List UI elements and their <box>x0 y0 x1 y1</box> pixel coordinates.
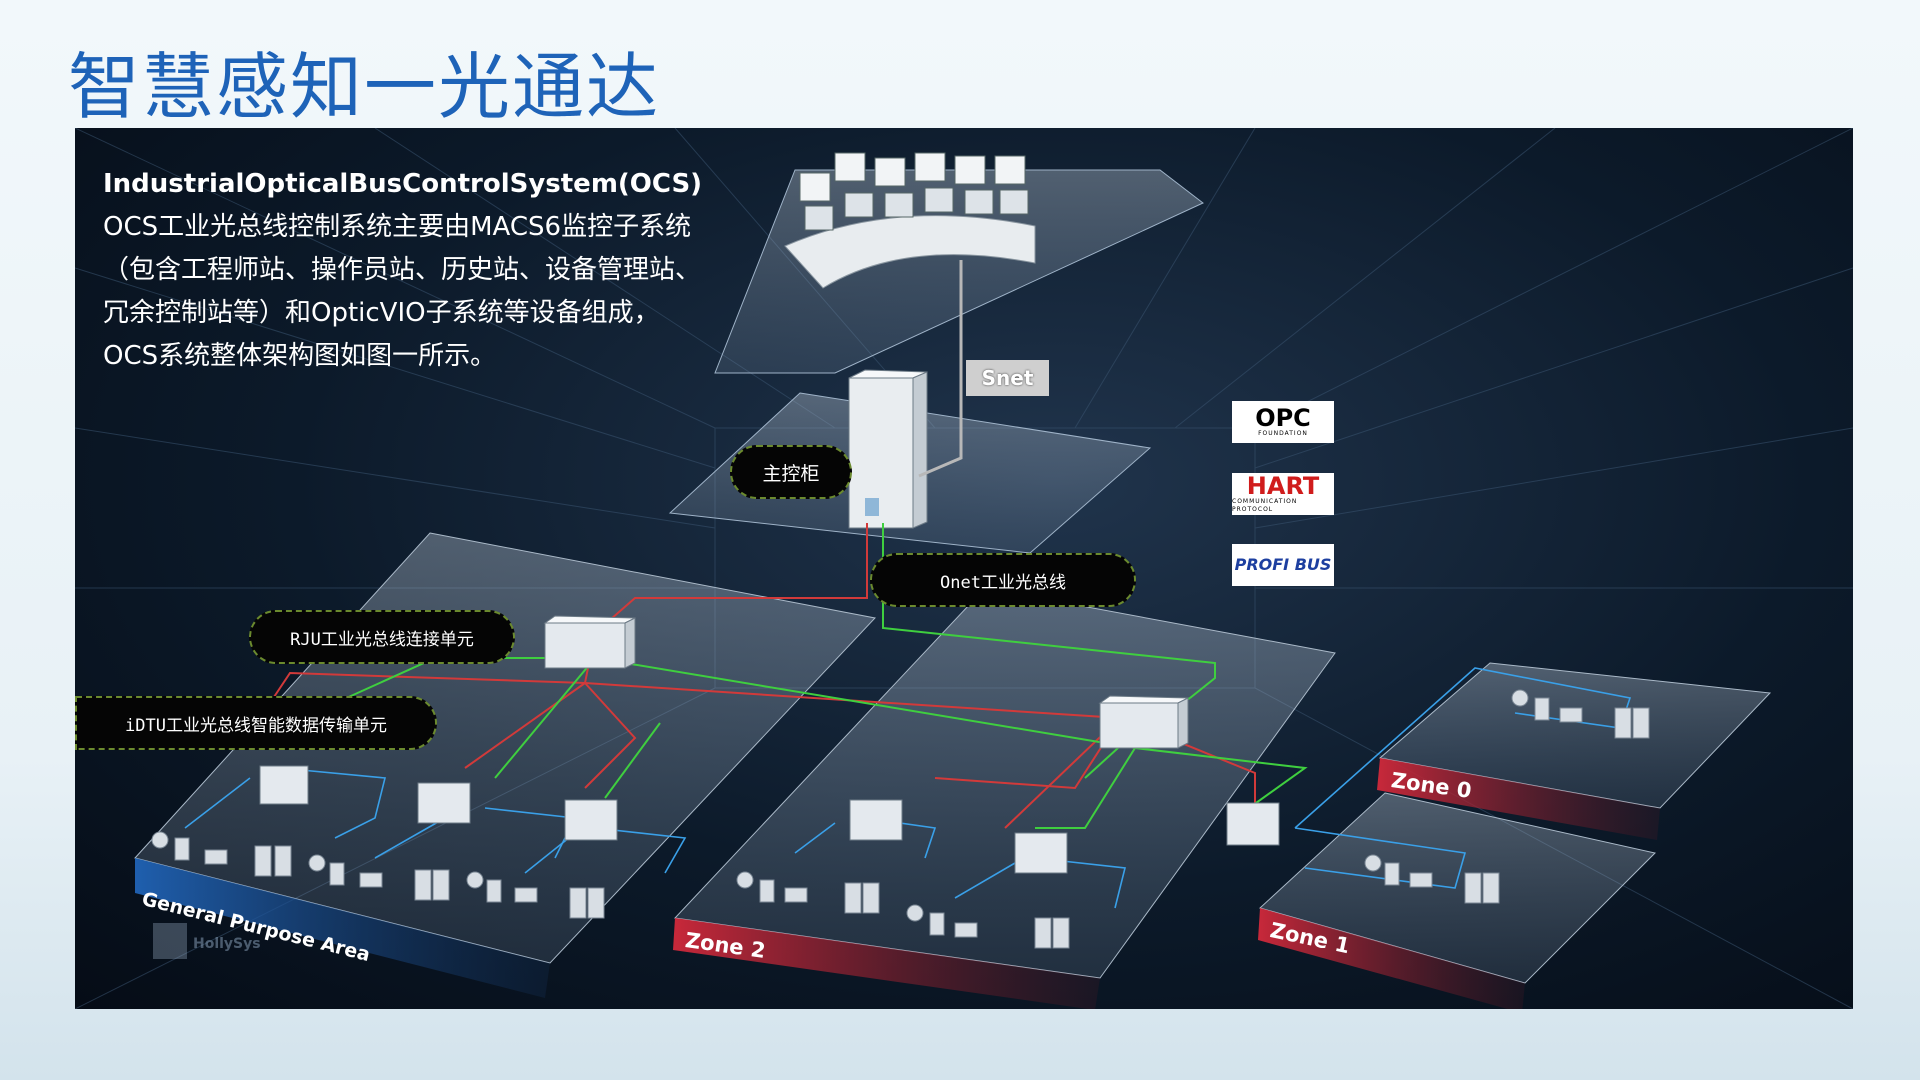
zone1-band <box>1258 908 1525 1009</box>
watermark-text: HollySys <box>193 936 261 952</box>
intro-body: OCS工业光总线控制系统主要由MACS6监控子系统（包含工程师站、操作员站、历史… <box>103 212 702 371</box>
snet-label: Snet <box>966 360 1049 396</box>
idtu-label: iDTU工业光总线智能数据传输单元 <box>75 696 437 750</box>
general-area-band <box>135 858 550 998</box>
operator-plate <box>714 169 1204 374</box>
main-cabinet-label: 主控柜 <box>730 445 852 499</box>
rju-unit-icon <box>543 615 636 669</box>
rju-label: RJU工业光总线连接单元 <box>249 610 515 664</box>
blue-field-wiring <box>184 667 1632 909</box>
zone2-band <box>673 918 1100 1009</box>
page-title: 智慧感知一光通达 <box>68 45 661 129</box>
opc-foundation-logo: OPC FOUNDATION <box>1232 401 1334 443</box>
hart-logo: HART COMMUNICATION PROTOCOL <box>1232 473 1334 515</box>
intro-heading: IndustrialOpticalBusControlSystem(OCS) <box>103 169 703 199</box>
rju-unit-2-icon <box>1098 695 1189 749</box>
main-cabinet-icon <box>848 369 928 529</box>
idtu-unit-icons <box>259 765 1280 874</box>
profibus-logo: PROFI BUS <box>1232 544 1334 586</box>
diagram-canvas <box>75 128 1853 1009</box>
intro-text: IndustrialOpticalBusControlSystem(OCS) O… <box>103 163 703 378</box>
snet-link <box>918 260 963 478</box>
field-instrument-icons <box>151 689 1650 949</box>
onet-label: Onet工业光总线 <box>870 553 1136 607</box>
zone0-band <box>1377 758 1660 840</box>
operator-console-icon <box>784 152 1036 289</box>
architecture-diagram: IndustrialOpticalBusControlSystem(OCS) O… <box>75 128 1853 1009</box>
hollysys-watermark-logo <box>153 923 187 959</box>
